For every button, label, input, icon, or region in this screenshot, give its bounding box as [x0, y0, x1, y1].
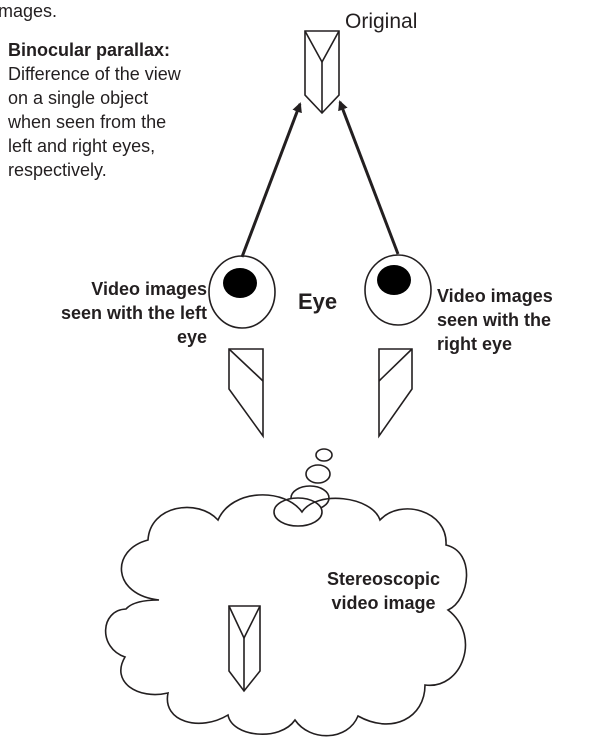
- left-view-prism-shape: [228, 348, 264, 439]
- stereoscopic-object-shape: [228, 605, 261, 693]
- binocular-parallax-definition: Binocular parallax: Difference of the vi…: [8, 38, 181, 182]
- left-eye-arrow: [240, 102, 302, 258]
- parallax-line: when seen from the: [8, 112, 167, 132]
- right-view-prism-shape: [378, 348, 413, 439]
- top-text-fragment: mages.: [0, 1, 58, 21]
- stereoscopic-caption: Stereoscopic video image: [327, 569, 441, 613]
- right-eye-icon: [364, 254, 432, 326]
- parallax-line: respectively.: [8, 160, 107, 180]
- parallax-line: left and right eyes,: [8, 136, 156, 156]
- thought-cloud-shape: [104, 494, 468, 737]
- left-eye-caption: Video images seen with the left eye: [60, 279, 207, 347]
- eye-label: Eye: [298, 289, 338, 314]
- parallax-line: on a single object: [8, 88, 149, 108]
- right-eye-caption: Video images seen with the right eye: [437, 286, 553, 354]
- right-eye-arrow: [338, 100, 400, 255]
- parallax-line: Difference of the view: [8, 64, 181, 84]
- left-eye-icon: [208, 255, 276, 329]
- thought-bubbles: [273, 448, 333, 527]
- original-object-shape: [304, 30, 340, 115]
- parallax-title: Binocular parallax:: [8, 40, 171, 60]
- original-label: Original: [345, 10, 418, 33]
